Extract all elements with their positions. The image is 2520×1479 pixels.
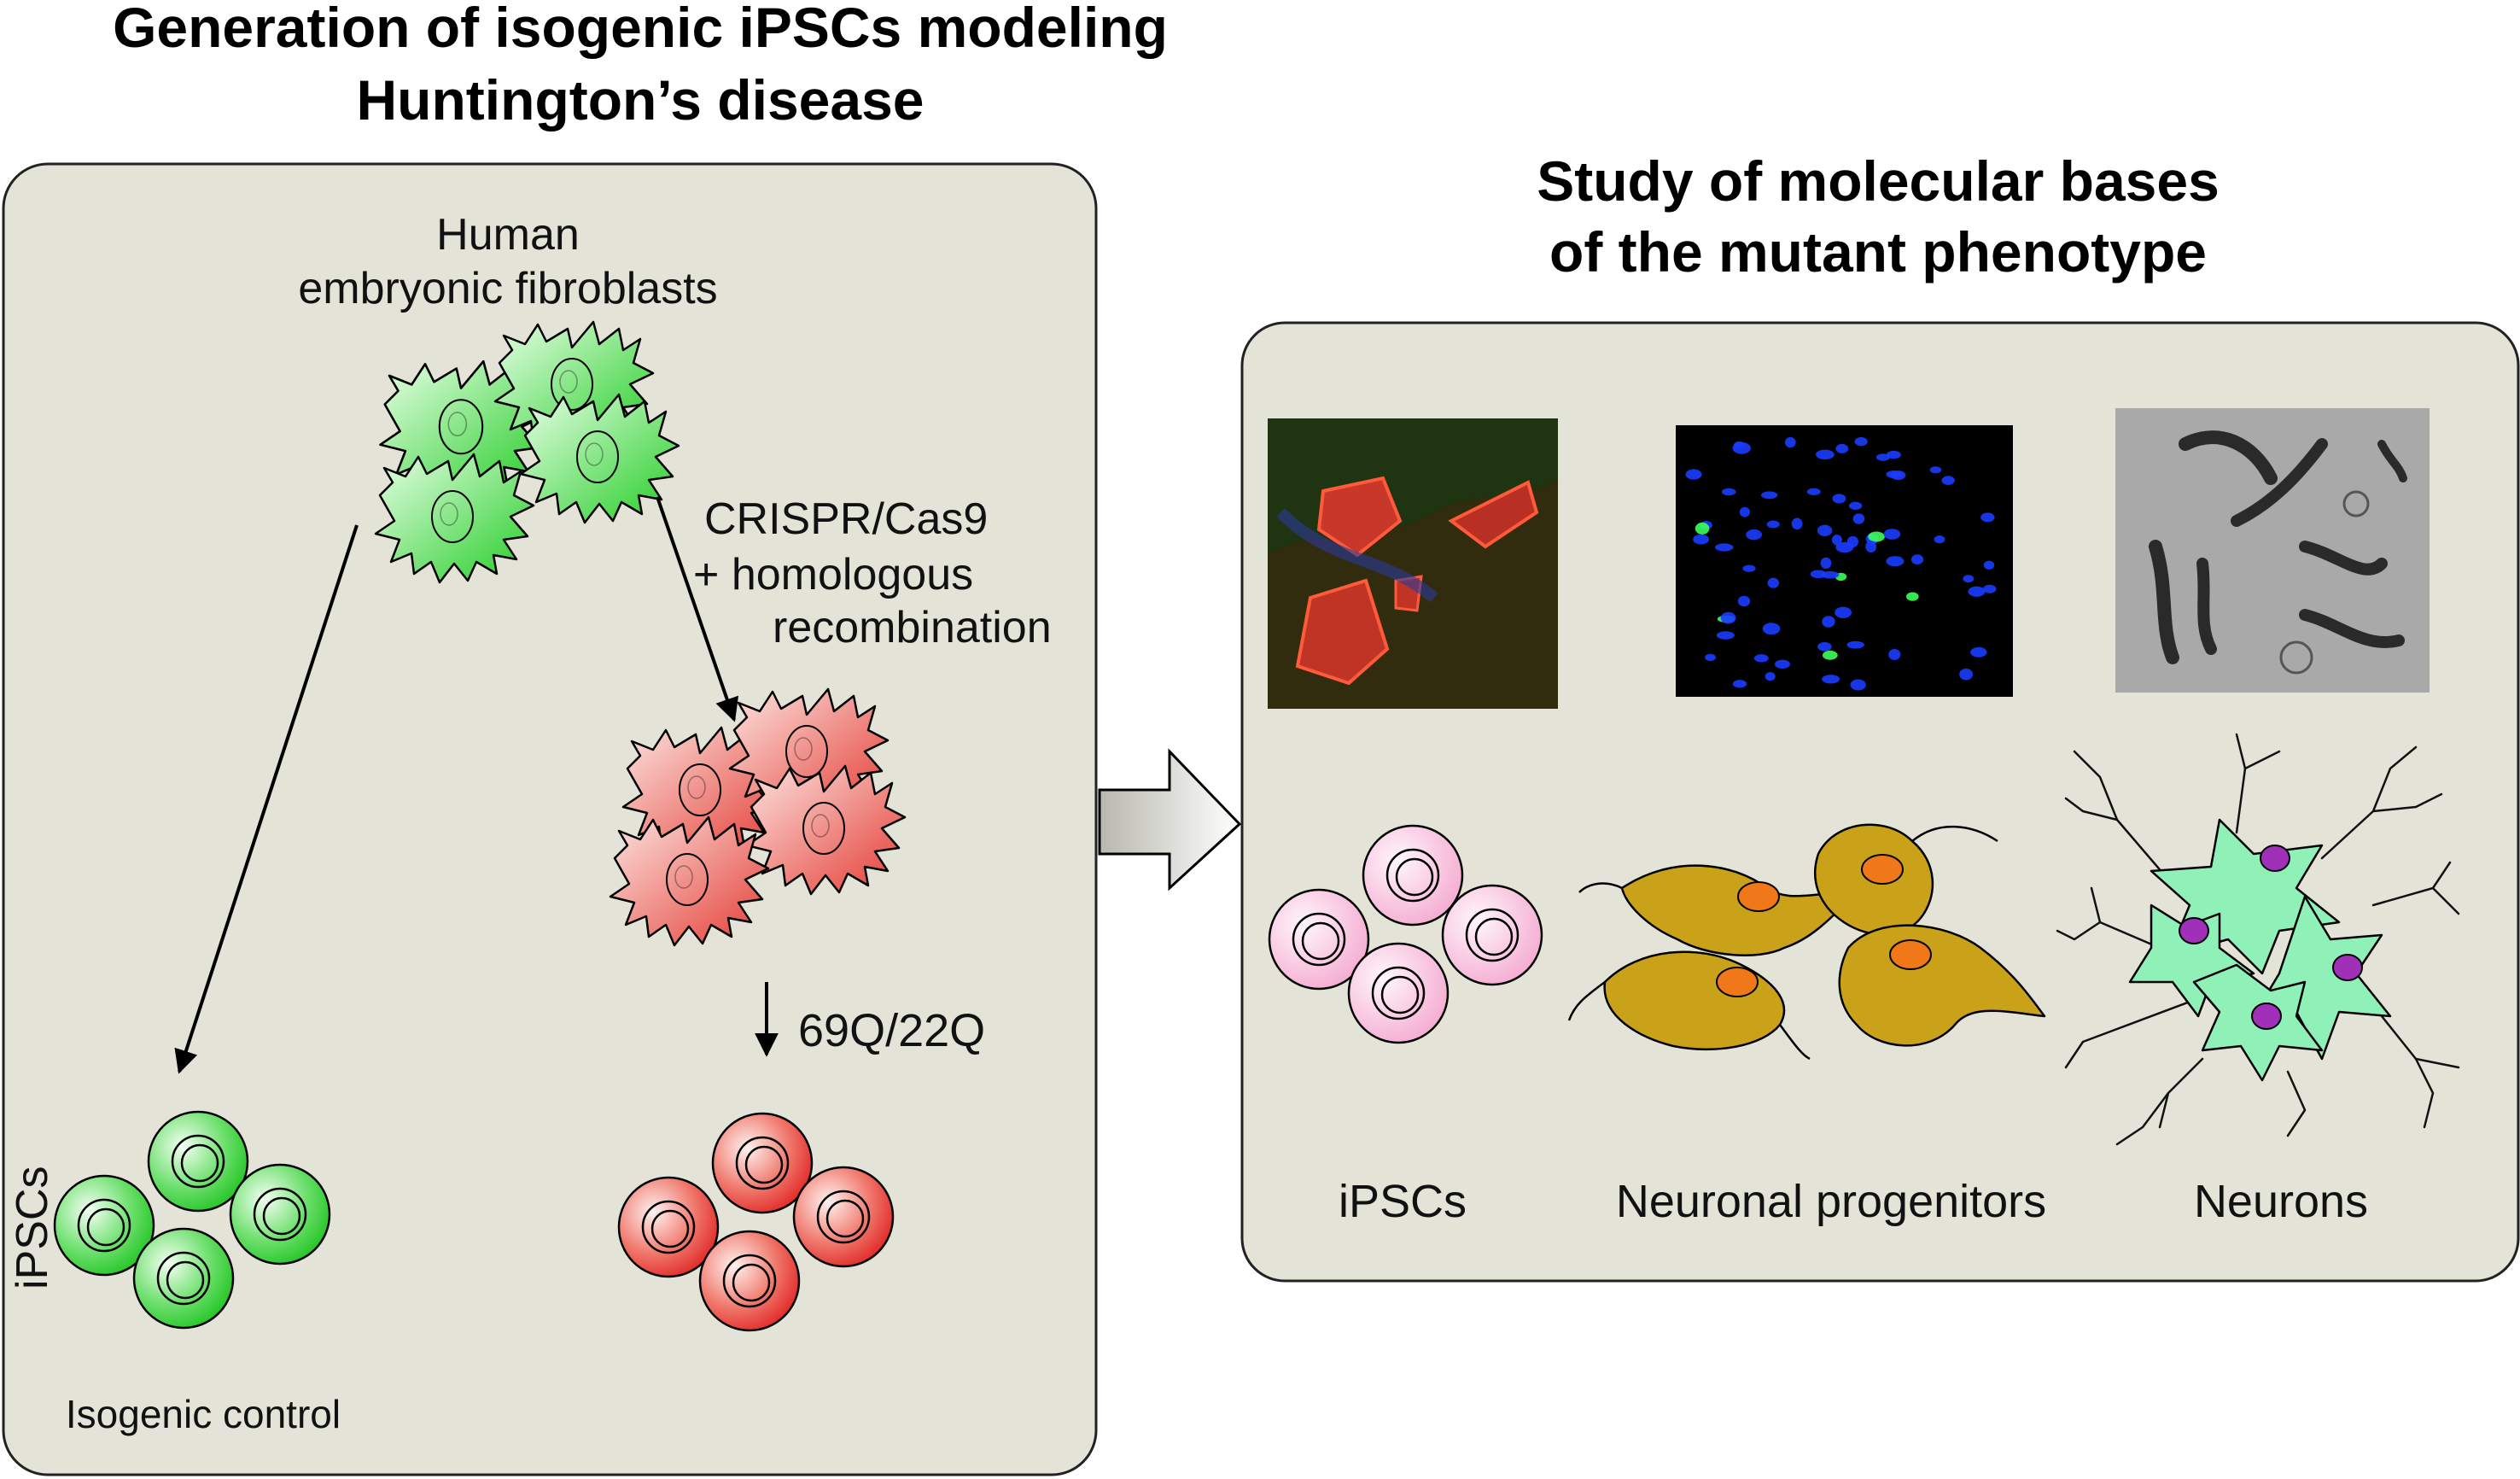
- green-nucleus-dot: [1695, 522, 1710, 535]
- blue-nucleus-dot: [1791, 517, 1803, 530]
- fibroblast-label-line1: Human: [436, 210, 580, 260]
- blue-nucleus-dot: [1722, 488, 1736, 496]
- blue-nucleus-dot: [1816, 449, 1835, 459]
- blue-nucleus-dot: [1822, 616, 1835, 628]
- blue-nucleus-dot: [1852, 513, 1865, 524]
- isogenic-control-label: Isogenic control: [66, 1392, 341, 1436]
- blue-nucleus-dot: [1732, 680, 1747, 688]
- blue-nucleus-dot: [1854, 436, 1868, 447]
- blue-nucleus-dot: [1762, 623, 1781, 635]
- blue-nucleus-dot: [1734, 441, 1745, 449]
- blue-nucleus-dot: [1929, 466, 1942, 474]
- left-panel-box: [2, 162, 1098, 1476]
- blue-nucleus-dot: [1835, 541, 1854, 553]
- green-nucleus-dot: [1822, 650, 1838, 660]
- right-title-line2: of the mutant phenotype: [1549, 220, 2207, 284]
- blue-nucleus-dot: [1983, 584, 1997, 593]
- caption-neurons: Neurons: [2194, 1176, 2368, 1227]
- blue-nucleus-dot: [1959, 668, 1974, 681]
- ipsc-cartoon: [1268, 824, 1543, 1044]
- control-ipsc-colony: [53, 1110, 331, 1330]
- ipscs-side-label: iPSCs: [8, 1166, 57, 1289]
- blue-nucleus-dot: [1850, 679, 1866, 691]
- right-title-line1: Study of molecular bases: [1537, 149, 2220, 213]
- blue-nucleus-dot: [1817, 642, 1832, 652]
- panel-transition-arrow: [1098, 748, 1242, 891]
- progenitor-nuclei: [1716, 854, 1932, 997]
- blue-nucleus-dot: [1886, 556, 1905, 567]
- arrow-to-control-ipscs: [174, 524, 359, 1074]
- blue-nucleus-dot: [1822, 675, 1840, 684]
- blue-nucleus-dot: [1775, 659, 1790, 669]
- blue-nucleus-dot: [1983, 560, 1995, 570]
- blue-nucleus-dot: [1963, 575, 1975, 583]
- blue-nucleus-dot: [1875, 453, 1890, 461]
- blue-nucleus-dot: [1785, 436, 1796, 448]
- blue-nucleus-dot: [1737, 595, 1751, 607]
- blue-nucleus-dot: [1886, 450, 1901, 459]
- blue-nucleus-dot: [1831, 535, 1842, 546]
- blue-nucleus-dot: [1716, 631, 1735, 640]
- blue-nucleus-dot: [1832, 494, 1846, 504]
- blue-nucleus-dot: [1934, 535, 1945, 544]
- blue-nucleus-dot: [1806, 488, 1821, 496]
- blue-nucleus-dot: [1968, 586, 1986, 597]
- ipsc-staining-micrograph: [1268, 418, 1558, 709]
- blue-nucleus-dot: [1753, 654, 1769, 663]
- blue-nucleus-dot: [1739, 506, 1750, 517]
- blue-nucleus-dot: [1980, 512, 1995, 523]
- blue-nucleus-dot: [1705, 653, 1716, 662]
- neuron-nuclei: [2179, 845, 2363, 1030]
- crispr-label-line3: recombination: [773, 603, 1052, 652]
- blue-nucleus-dot: [1765, 672, 1776, 681]
- blue-nucleus-dot: [1742, 564, 1756, 572]
- blue-nucleus-dot: [1835, 443, 1849, 453]
- neuron-electron-micrograph: [2115, 408, 2430, 693]
- blue-nucleus-dot: [1886, 471, 1903, 478]
- blue-nucleus-dot: [1848, 501, 1863, 510]
- blue-nucleus-dot: [1970, 646, 1987, 658]
- crispr-label-line1: CRISPR/Cas9: [704, 494, 988, 544]
- blue-nucleus-dot: [1883, 529, 1901, 540]
- blue-nucleus-dot: [1888, 649, 1901, 660]
- blue-nucleus-dot: [1720, 611, 1736, 624]
- blue-nucleus-dot: [1761, 491, 1778, 500]
- genotype-label: 69Q/22Q: [798, 1005, 985, 1056]
- blue-nucleus-dot: [1835, 606, 1852, 618]
- caption-ipscs: iPSCs: [1339, 1176, 1467, 1227]
- blue-nucleus-dot: [1820, 557, 1832, 570]
- green-nucleus-dot: [1868, 531, 1885, 542]
- left-title-line2: Huntington’s disease: [357, 68, 925, 132]
- blue-nucleus-dot: [1865, 541, 1877, 553]
- fibroblast-label-line2: embryonic fibroblasts: [298, 264, 717, 313]
- arrow-to-edited-fibroblasts: [656, 496, 739, 722]
- blue-nucleus-dot: [1767, 577, 1779, 588]
- blue-nucleus-dot: [1746, 529, 1762, 541]
- caption-neuronal-progenitors: Neuronal progenitors: [1616, 1176, 2046, 1227]
- blue-nucleus-dot: [1817, 524, 1833, 536]
- neuron-processes: [2056, 733, 2460, 1146]
- progenitor-nuclei-dots: [1685, 436, 1997, 691]
- blue-nucleus-dot: [1821, 570, 1840, 579]
- mutant-ipsc-colony: [617, 1112, 895, 1332]
- blue-nucleus-dot: [1941, 476, 1955, 485]
- progenitor-nuclei-micrograph: [1676, 425, 2013, 697]
- left-title-line1: Generation of isogenic iPSCs modeling: [113, 0, 1168, 59]
- blue-nucleus-dot: [1685, 469, 1702, 480]
- crispr-label-line2: + homologous: [693, 550, 973, 599]
- blue-nucleus-dot: [1766, 520, 1780, 529]
- blue-nucleus-dot: [1693, 534, 1709, 545]
- blue-nucleus-dot: [1846, 640, 1864, 649]
- blue-nucleus-dot: [1714, 543, 1734, 552]
- blue-nucleus-dot: [1910, 554, 1924, 565]
- green-nucleus-dot: [1906, 592, 1919, 601]
